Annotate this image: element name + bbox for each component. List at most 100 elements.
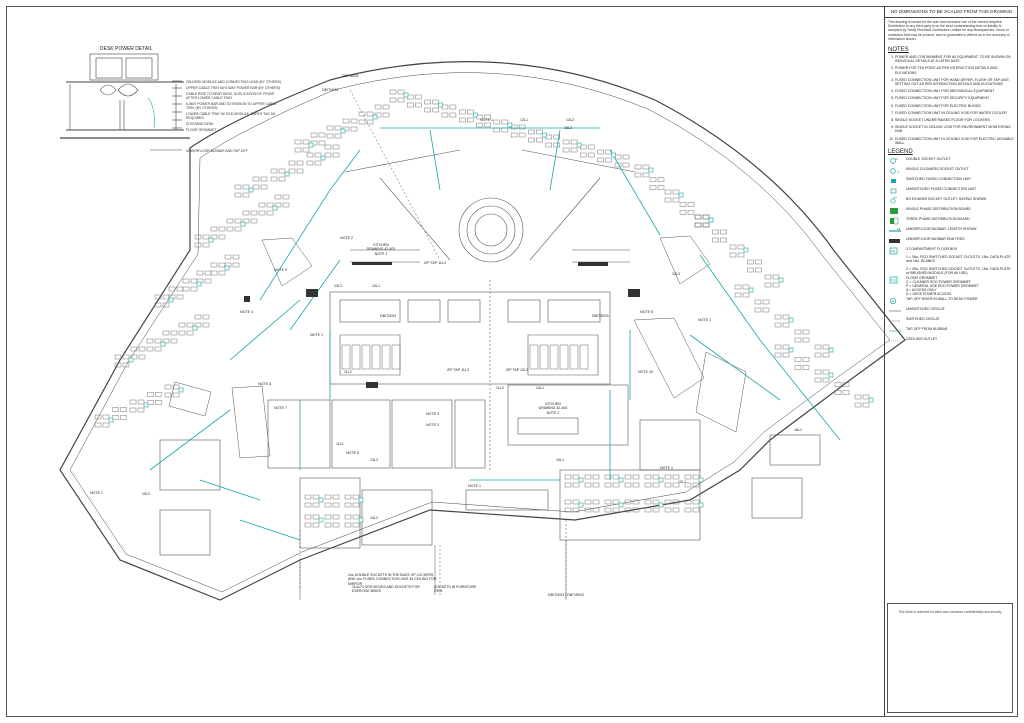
desk: [754, 299, 762, 305]
title-block: NO DIMENSIONS TO BE SCALED FROM THIS DRA…: [884, 6, 1018, 717]
busbar-tag: 11L1: [336, 442, 344, 446]
floor-box: [648, 167, 654, 173]
desk: [605, 157, 612, 163]
floor-box: [224, 265, 230, 271]
desk: [652, 474, 660, 480]
desk: [94, 422, 102, 428]
note-item: POWER FOR TEA POINT AS PER INTERACTION D…: [895, 66, 1015, 74]
note-item: FUSED CONNECTION UNIT FOR HAND DRYER, FL…: [895, 78, 1015, 86]
desk: [536, 129, 543, 135]
desk: [202, 234, 210, 240]
note-item: FUSED CONNECTION UNIT FOR MECHANICAL EQU…: [895, 89, 1015, 93]
desk: [664, 507, 672, 513]
desk: [842, 382, 850, 387]
desk: [501, 119, 509, 125]
desk: [612, 499, 620, 505]
desk: [854, 402, 862, 408]
desk: [592, 474, 600, 480]
desk: [324, 522, 332, 528]
desk: [312, 522, 320, 528]
desk: [692, 474, 700, 480]
dpd-label-3: CABLE RISE TO REAR DESK. DUPLICATION OF …: [186, 92, 275, 100]
desk: [712, 229, 719, 235]
desk: [684, 474, 692, 480]
room-ref: DB/T/4/03 / DB/T/B/03: [548, 593, 584, 597]
desk: [597, 149, 604, 155]
desk: [612, 482, 620, 488]
floor-box: [320, 155, 326, 161]
floor-box: [698, 477, 704, 483]
tap-label: ZIP TAP 11L3: [424, 261, 446, 265]
floor-box: [358, 497, 364, 503]
desk: [344, 514, 352, 520]
desk: [592, 507, 600, 513]
plan-note: NOTE 1: [310, 333, 323, 337]
desk: [476, 122, 483, 128]
plan-note: NOTE 1: [698, 318, 711, 322]
floor-box: [507, 122, 513, 128]
desk: [814, 344, 822, 350]
double-socket-icon: [888, 157, 902, 165]
floor-box: [618, 477, 624, 483]
desk: [154, 302, 162, 308]
floor-box: [658, 477, 664, 483]
busbar-tag: 11L2: [344, 370, 352, 374]
desk: [242, 192, 250, 198]
legend-text: UNSWITCHED FUSED CONNECTION UNIT: [906, 187, 977, 192]
floor-box: [828, 347, 834, 353]
dpd-label-6: SIT/STAND DESK: [186, 122, 214, 126]
unswitched-fcu-icon: [888, 187, 902, 195]
dpd-label-4: 6-WAY POWER BAR AND EXTENSION TO UPPER C…: [186, 102, 277, 110]
floor-box: [178, 387, 184, 393]
desk: [162, 330, 170, 336]
scale-warning: NO DIMENSIONS TO BE SCALED FROM THIS DRA…: [885, 6, 1018, 18]
desk: [572, 507, 580, 513]
desk: [294, 147, 302, 153]
desk: [232, 254, 240, 260]
lower-rooms: [159, 384, 821, 556]
desk: [570, 147, 578, 153]
dpd-label-8: UNDERFLOOR BUSBAR AND TAP-OFF: [186, 149, 248, 153]
floor-box: [828, 372, 834, 378]
desk: [202, 322, 210, 328]
desk: [350, 126, 358, 132]
desk: [130, 346, 138, 352]
floor-box: [778, 277, 784, 283]
legend-text: THREE PHASE DISTRIBUTION BOARD: [906, 217, 970, 222]
desk: [210, 262, 218, 268]
legend-text: DOUBLE SOCKET OUTLET: [906, 157, 951, 162]
legend-item: UNSWITCHED CIRCUIT: [888, 307, 1015, 316]
desk: [652, 499, 660, 505]
desk: [288, 160, 296, 166]
desk: [652, 507, 660, 513]
desk: [202, 314, 210, 320]
dpd-label-1: ON-DESK MODULE AND CONNECTING LEAD (BY O…: [186, 80, 282, 84]
desk: [584, 482, 592, 488]
floor-box: [358, 517, 364, 523]
desk-power-detail-graphic: [60, 53, 190, 151]
desk: [242, 184, 250, 190]
bs-socket-icon: [888, 197, 902, 205]
desk: [182, 286, 190, 292]
legend-item: SWITCHED CIRCUIT: [888, 317, 1015, 326]
desk: [862, 402, 870, 408]
desk: [632, 507, 640, 513]
desk: [484, 122, 491, 128]
desk: [564, 499, 572, 505]
desk: [288, 168, 296, 174]
desk: [588, 152, 595, 158]
desk: [604, 482, 612, 488]
desk: [764, 282, 772, 288]
legend-text: SINGLE CLEANERS SOCKET OUTLET: [906, 167, 969, 172]
desk: [102, 422, 110, 428]
desk: [702, 222, 710, 228]
confidentiality-text: This block is reserved for client and co…: [898, 610, 1002, 614]
floor-box: [698, 502, 704, 508]
desk: [592, 482, 600, 488]
floor-box: [743, 247, 749, 253]
plan-note: NOTE 1: [468, 484, 481, 488]
desk: [592, 499, 600, 505]
desk: [684, 482, 692, 488]
busbar-runs: [149, 127, 841, 541]
desk: [324, 502, 332, 508]
